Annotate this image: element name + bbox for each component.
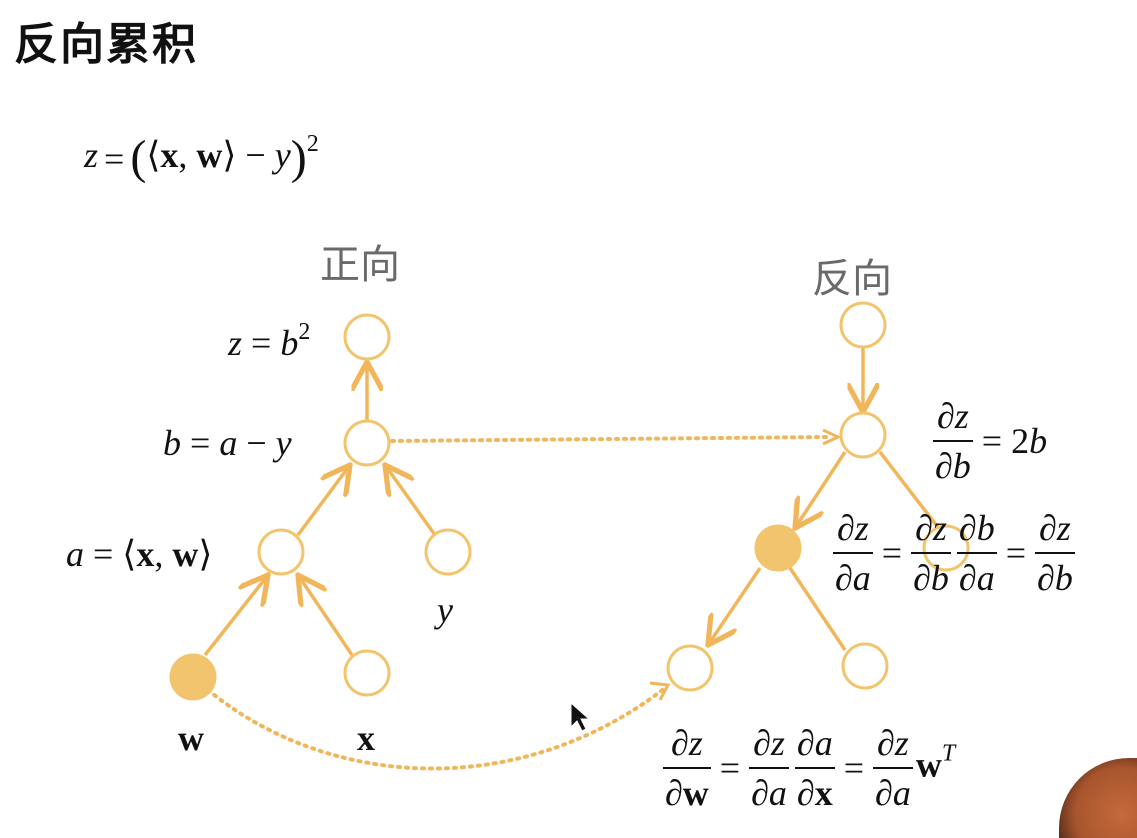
eq-dz-db: ∂z∂b= 2b (933, 396, 1048, 486)
back-node-x (841, 642, 889, 690)
node-y (424, 528, 472, 576)
back-node-y (922, 524, 970, 572)
page-title: 反向累积 (14, 19, 198, 70)
forward-edges (203, 362, 437, 657)
node-a (257, 528, 305, 576)
label-y: y (437, 590, 453, 630)
node-w-active (169, 653, 217, 701)
back-node-a-active (754, 524, 802, 572)
main-formula: z=(⟨x, w⟩ − y)2 (84, 131, 319, 184)
backward-edges (708, 347, 942, 651)
edge-a-to-x (788, 567, 847, 651)
mouse-cursor-icon (570, 701, 591, 732)
back-node-w (666, 644, 714, 692)
edge-a-to-w (708, 567, 762, 645)
label-b: b = a − y (163, 423, 292, 463)
dotted-arrow-w (649, 681, 671, 701)
edge-x-to-a (298, 575, 354, 656)
label-z: z = b2 (228, 319, 311, 363)
edge-b-to-right (878, 450, 942, 532)
back-node-z (839, 301, 887, 349)
label-a: a = ⟨x, w⟩ (66, 534, 213, 574)
dotted-arrow-b (822, 428, 842, 446)
node-b (343, 419, 391, 467)
edge-b-to-a (795, 451, 847, 528)
label-w: w (178, 718, 204, 758)
node-z (343, 313, 391, 361)
forward-heading: 正向 (320, 242, 400, 288)
backward-heading: 反向 (812, 256, 892, 302)
dotted-link-w (206, 686, 667, 771)
edge-y-to-b (385, 465, 437, 537)
edge-w-to-a (203, 575, 268, 657)
back-node-b (839, 411, 887, 459)
eq-dz-da: ∂z∂a=∂z∂b∂b∂a=∂z∂b (833, 508, 1075, 598)
node-x (343, 649, 391, 697)
dotted-link-b (390, 435, 832, 443)
edge-a-to-b (296, 465, 350, 537)
label-x: x (357, 718, 375, 758)
